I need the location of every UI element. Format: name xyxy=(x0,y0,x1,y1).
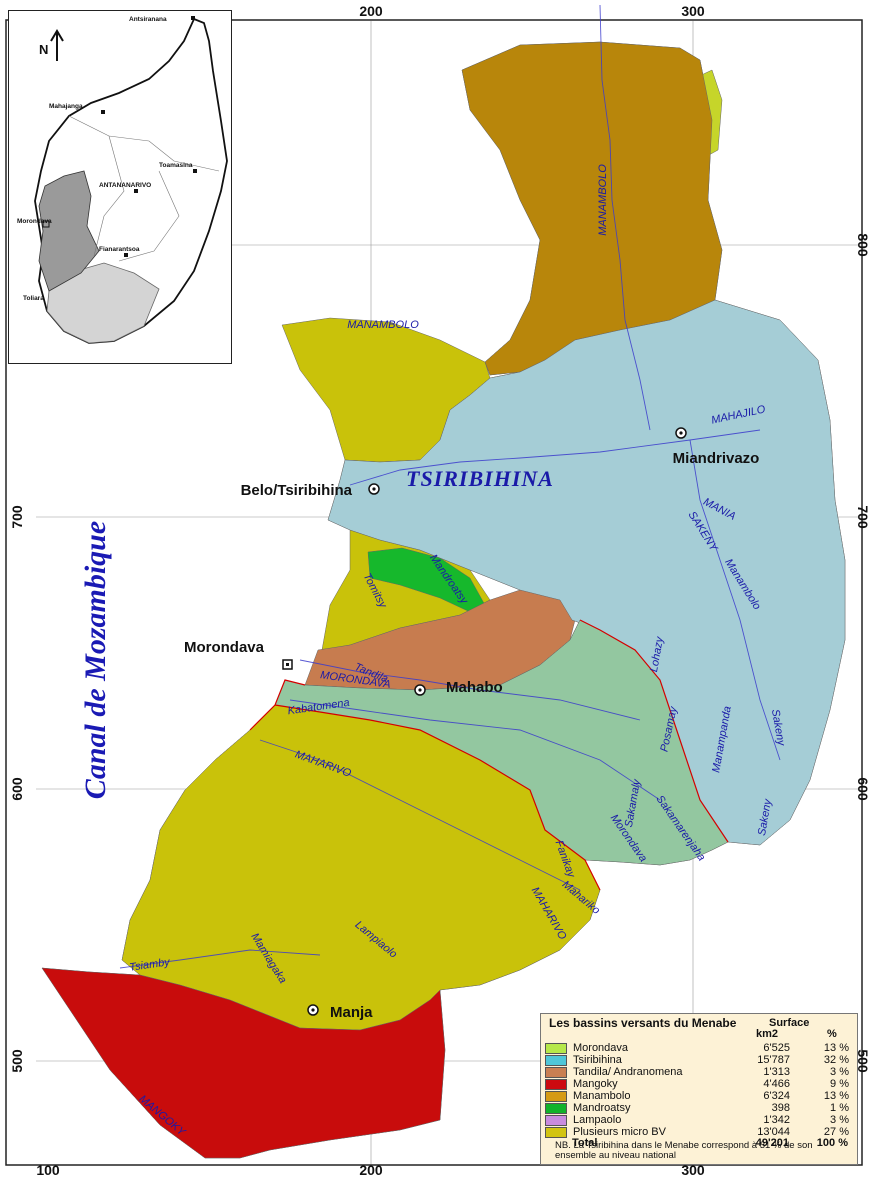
legend-row-km2: 13'044 xyxy=(757,1126,790,1138)
legend-swatch xyxy=(545,1079,567,1090)
inset-menabe-region xyxy=(38,170,100,292)
legend-row-name: Mandroatsy xyxy=(573,1102,631,1114)
town-label-miandrivazo: Miandrivazo xyxy=(673,450,760,467)
region-label-tsiribihina: TSIRIBIHINA xyxy=(406,466,554,491)
legend-row: Mandroatsy 398 1 % xyxy=(545,1102,853,1115)
grid-label-right-700: 700 xyxy=(855,505,871,529)
town-label-mahabo: Mahabo xyxy=(446,679,503,696)
inset-place-morondava: Morondava xyxy=(17,218,52,225)
grid-labels: 200 300 100 200 300 700 600 500 800 700 … xyxy=(9,3,871,1178)
legend-unit-pct: % xyxy=(827,1028,837,1040)
river-label-tsiamby: Tsiamby xyxy=(129,956,172,974)
legend-swatch xyxy=(545,1043,567,1054)
sea-label: Canal de Mozambique xyxy=(79,521,112,799)
legend-swatch xyxy=(545,1115,567,1126)
town-mahabo: Mahabo xyxy=(414,679,503,696)
legend-row-km2: 1'342 xyxy=(763,1114,790,1126)
river-label-manambolo-west: MANAMBOLO xyxy=(347,319,419,331)
legend-row-km2: 15'787 xyxy=(757,1054,790,1066)
legend-row: Morondava 6'525 13 % xyxy=(545,1042,853,1055)
grid-label-right-500: 500 xyxy=(855,1049,871,1073)
legend-row-pct: 9 % xyxy=(830,1078,849,1090)
legend-row-name: Tandila/ Andranomena xyxy=(573,1066,683,1078)
legend-row-pct: 3 % xyxy=(830,1066,849,1078)
legend-swatch xyxy=(545,1091,567,1102)
grid-label-left-700: 700 xyxy=(9,505,25,529)
inset-place-mahajanga: Mahajanga xyxy=(49,103,83,110)
inset-svg: N Antsiranana Mahajanga Toamasina ANTANA… xyxy=(17,16,228,344)
legend-row-pct: 1 % xyxy=(830,1102,849,1114)
legend-total-km2: 49'201 xyxy=(755,1137,789,1149)
town-label-manja: Manja xyxy=(330,1004,373,1021)
grid-label-left-600: 600 xyxy=(9,777,25,801)
grid-label-top-300: 300 xyxy=(681,3,705,19)
river-label-manambolo-north: MANAMBOLO xyxy=(597,164,609,236)
legend-row: Plusieurs micro BV 13'044 27 % xyxy=(545,1126,853,1139)
town-label-belo: Belo/Tsiribihina xyxy=(241,482,353,499)
madagascar-inset-map: N Antsiranana Mahajanga Toamasina ANTANA… xyxy=(8,10,232,364)
grid-label-bottom-300: 300 xyxy=(681,1162,705,1175)
legend-row-name: Manambolo xyxy=(573,1090,631,1102)
town-markers: Belo/Tsiribihina Miandrivazo Morondava M… xyxy=(184,427,760,1021)
legend-note: NB. La Tsiribihina dans le Menabe corres… xyxy=(555,1140,813,1161)
legend-row-km2: 6'525 xyxy=(763,1042,790,1054)
town-belo: Belo/Tsiribihina xyxy=(241,482,380,499)
legend-row: Tsiribihina 15'787 32 % xyxy=(545,1054,853,1067)
town-morondava: Morondava xyxy=(184,639,293,670)
inset-toliara-region xyxy=(46,262,160,344)
legend-row-name: Tsiribihina xyxy=(573,1054,622,1066)
legend-row-name: Mangoky xyxy=(573,1078,618,1090)
inset-place-labels: Antsiranana Mahajanga Toamasina ANTANANA… xyxy=(17,16,197,302)
town-label-morondava: Morondava xyxy=(184,639,265,656)
legend-row: Mangoky 4'466 9 % xyxy=(545,1078,853,1091)
legend-row: Manambolo 6'324 13 % xyxy=(545,1090,853,1103)
legend-total-label: Total xyxy=(572,1137,598,1149)
legend-swatch xyxy=(545,1067,567,1078)
inset-place-antsiranana: Antsiranana xyxy=(129,16,167,23)
town-manja: Manja xyxy=(307,1004,373,1021)
grid-label-bottom-100: 100 xyxy=(36,1162,60,1175)
legend-row-name: Plusieurs micro BV xyxy=(573,1126,666,1138)
legend-swatch xyxy=(545,1127,567,1138)
map-frame xyxy=(5,19,863,1166)
inset-north-arrow: N xyxy=(39,29,64,61)
legend-swatch xyxy=(545,1055,567,1066)
grid-label-right-800: 800 xyxy=(855,233,871,257)
legend-total: Total 49'201 100 % xyxy=(572,1137,852,1150)
legend-row-km2: 398 xyxy=(771,1102,790,1114)
legend-row-pct: 27 % xyxy=(823,1126,849,1138)
legend-row-pct: 32 % xyxy=(823,1054,849,1066)
legend-unit-km2: km2 xyxy=(756,1028,779,1040)
legend-row-km2: 4'466 xyxy=(763,1078,790,1090)
legend-total-pct: 100 % xyxy=(816,1137,848,1149)
town-miandrivazo: Miandrivazo xyxy=(673,427,760,467)
legend-surface-header: Surface xyxy=(769,1017,810,1029)
legend-swatch xyxy=(545,1103,567,1114)
inset-place-toamasina: Toamasina xyxy=(159,162,193,169)
legend-row: Lampaolo 1'342 3 % xyxy=(545,1114,853,1127)
legend-row-pct: 13 % xyxy=(823,1042,849,1054)
legend-row-km2: 6'324 xyxy=(763,1090,790,1102)
legend-row-name: Lampaolo xyxy=(573,1114,622,1126)
inset-province-borders xyxy=(68,115,220,262)
inset-place-toliara: Toliara xyxy=(23,295,44,302)
legend-row-pct: 3 % xyxy=(830,1114,849,1126)
inset-north-label: N xyxy=(39,42,48,57)
grid-label-right-600: 600 xyxy=(855,777,871,801)
inset-place-antananarivo: ANTANANARIVO xyxy=(99,182,151,189)
grid-label-top-200: 200 xyxy=(359,3,383,19)
inset-place-fianarantsoa: Fianarantsoa xyxy=(99,246,140,253)
legend-row-pct: 13 % xyxy=(823,1090,849,1102)
grid-label-left-500: 500 xyxy=(9,1049,25,1073)
basin-boundaries xyxy=(249,619,729,891)
legend-row: Tandila/ Andranomena 1'313 3 % xyxy=(545,1066,853,1079)
legend-row-km2: 1'313 xyxy=(763,1066,790,1078)
grid-label-bottom-200: 200 xyxy=(359,1162,383,1175)
legend-row-name: Morondava xyxy=(573,1042,629,1054)
legend-panel: Les bassins versants du Menabe Surface k… xyxy=(540,1013,858,1165)
legend-title: Les bassins versants du Menabe xyxy=(549,1016,737,1030)
river-network xyxy=(119,4,781,969)
